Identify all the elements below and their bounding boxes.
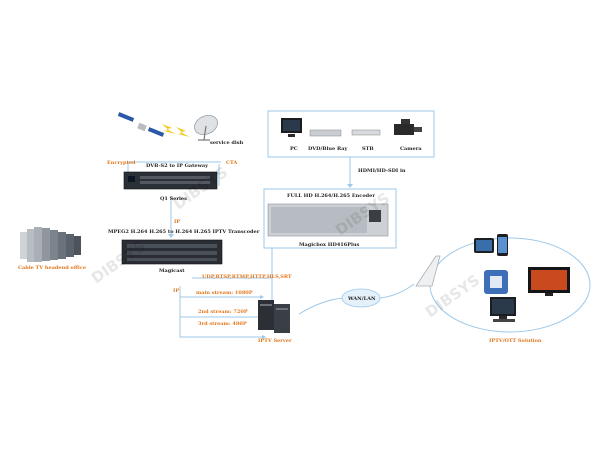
cloud-icon [341, 288, 381, 308]
encoder-name: Magicbox HD416Plus [299, 242, 360, 248]
satellite-dish-icon [194, 114, 218, 141]
arrowheads [168, 184, 353, 339]
stream-main-label: main stream: 1080P [196, 290, 253, 296]
line-server-to-wan [298, 297, 344, 315]
stream-3rd-label: 3rd stream: 480P [198, 321, 247, 327]
stb-label: STB [362, 146, 374, 152]
server-rack-icon [20, 227, 81, 262]
iptv-ott-label: IPTV/OTT Solution [489, 338, 542, 344]
transcoder-title: MPEG2 H.264 H.265 to H.264 H.265 IPTV Tr… [108, 229, 260, 235]
stream-2nd-label: 2nd stream: 720P [198, 309, 248, 315]
camera-label: Camera [400, 146, 422, 152]
connection-lines [127, 156, 415, 338]
ip-label-1: IP [174, 219, 180, 225]
magicast-label: Magicast [159, 268, 185, 274]
wifi-router-icon [415, 255, 441, 287]
iptv-server-icon [258, 300, 290, 333]
encoder-title: FULL HD H.264/H.265 Encoder [287, 193, 375, 199]
dvd-label: DVD/Blue Ray [308, 146, 348, 152]
cable-tv-label: Cable TV headend office [18, 265, 86, 271]
satellite-icon [117, 112, 165, 137]
monitor-icon [281, 118, 302, 137]
stb-box-icon [484, 270, 508, 294]
transcoder-rack-icon [121, 239, 223, 265]
camera-icon [394, 119, 422, 135]
hdmi-in-label: HDMI/HD-SDI in [358, 168, 406, 174]
q1-series-label: Q1 Series [160, 196, 187, 202]
dvd-player-icon [309, 129, 342, 137]
gateway-rack-icon [123, 171, 218, 190]
wan-lan-label: WAN/LAN [347, 296, 376, 302]
pc-label: PC [290, 146, 298, 152]
gateway-title: DVB-S2 to IP Gateway [146, 163, 209, 169]
cta-label: CTA [226, 160, 237, 166]
line-ip-down [179, 286, 265, 338]
encoder-chassis-icon [267, 203, 389, 237]
smartphone-icon [497, 234, 508, 256]
line-wan-to-router [379, 283, 415, 299]
service-dish-label: service dish [210, 140, 244, 146]
tablet-icon [474, 238, 494, 253]
monitor-icon [490, 297, 516, 322]
protocols-label: UDP,RTSP,RTMP,HTTP,HLS,SRT [202, 274, 292, 280]
tv-icon [528, 267, 570, 296]
lightning-icon [162, 124, 190, 137]
stb-icon [351, 129, 381, 136]
iptv-server-label: IPTV Server [258, 338, 292, 344]
ip-label-2: IP [173, 288, 179, 294]
encrypted-label: Encrypted [107, 160, 136, 166]
